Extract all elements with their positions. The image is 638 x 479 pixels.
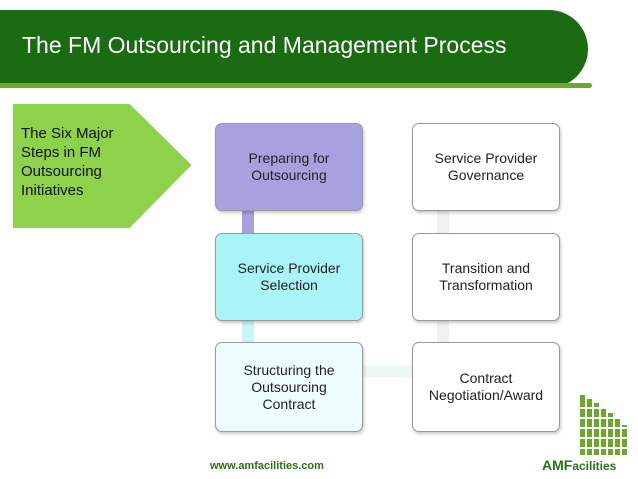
logo-wordmark: AMFacilities bbox=[542, 457, 617, 473]
section-chevron bbox=[11, 102, 195, 230]
step-service-provider-selection: Service Provider Selection bbox=[215, 233, 363, 321]
page-title: The FM Outsourcing and Management Proces… bbox=[22, 32, 507, 58]
connector-3-4 bbox=[355, 365, 425, 377]
step-preparing-for-outsourcing: Preparing for Outsourcing bbox=[215, 123, 363, 211]
title-bar bbox=[0, 10, 588, 88]
step-transition-transformation: Transition and Transformation bbox=[412, 233, 560, 321]
section-label: The Six Major Steps in FM Outsourcing In… bbox=[21, 125, 114, 199]
step-service-provider-governance: Service Provider Governance bbox=[412, 123, 560, 211]
step-contract-negotiation: Contract Negotiation/Award bbox=[412, 342, 560, 432]
footer-url[interactable]: www.amfacilities.com bbox=[210, 460, 324, 472]
step-structuring-contract: Structuring the Outsourcing Contract bbox=[215, 342, 363, 432]
title-underline bbox=[0, 83, 592, 88]
amf-logo-icon bbox=[578, 395, 630, 455]
